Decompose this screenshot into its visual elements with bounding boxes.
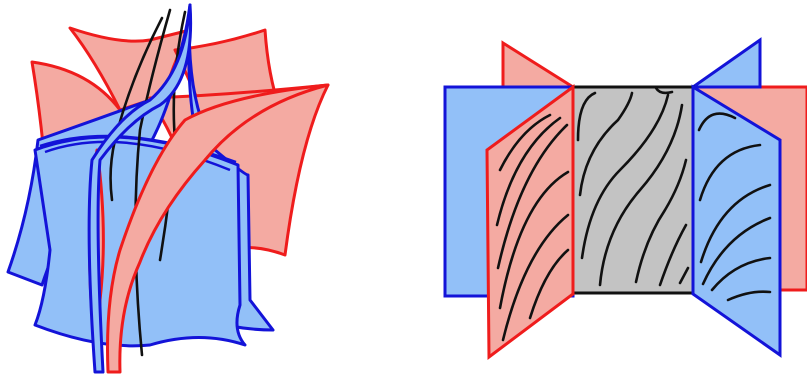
folded-panel-assembly [445, 40, 807, 357]
blue-back-wedge [693, 40, 760, 87]
red-back-wedge [503, 43, 573, 87]
curved-sheet-stack [8, 5, 328, 372]
